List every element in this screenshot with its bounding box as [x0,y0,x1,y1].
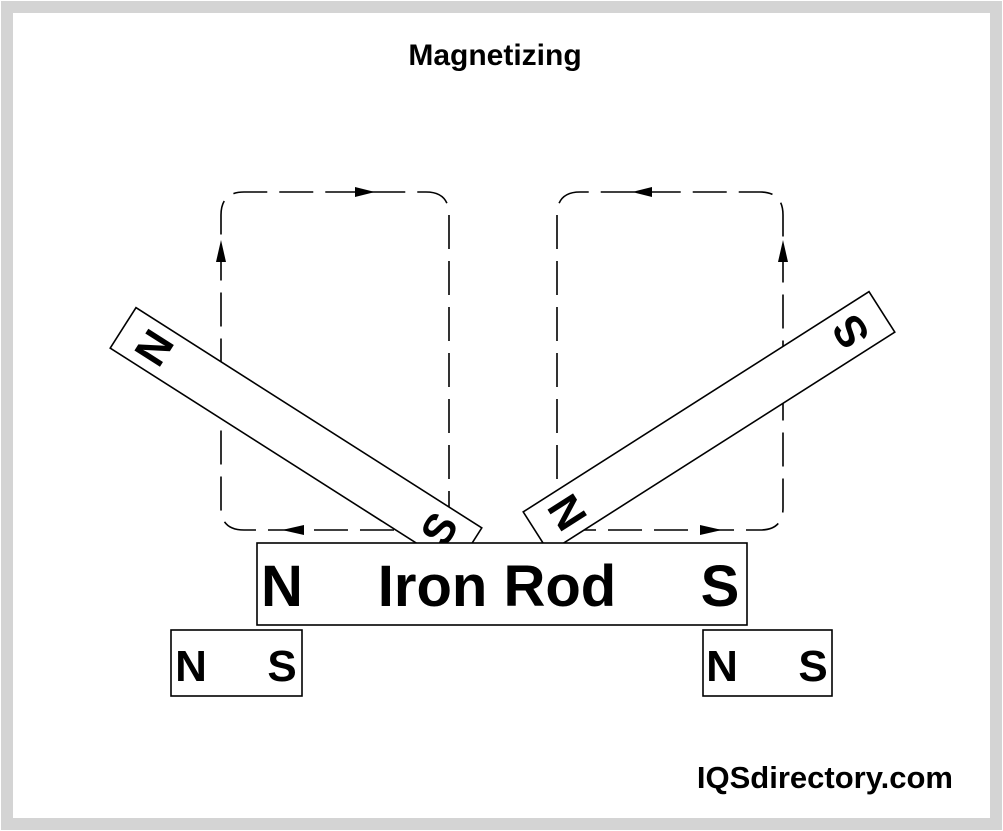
right-base-magnet: N S [702,629,833,697]
iron-rod: N Iron Rod S [256,542,748,626]
iron-rod-label: Iron Rod [378,554,616,619]
right-loop-up-arrow [778,240,788,262]
right-flux-loop [556,191,784,531]
iron-rod-south-label: S [701,554,740,619]
left-loop-top-arrow [355,187,375,197]
diagram-title: Magnetizing [408,39,581,72]
watermark-text: IQSdirectory.com [697,760,953,795]
left-flux-loop [220,191,450,531]
left-base-magnet: N S [170,629,303,697]
left-loop-up-arrow [216,240,226,262]
right-base-magnet-south-label: S [798,642,827,691]
iron-rod-north-label: N [261,554,303,619]
right-base-magnet-north-label: N [706,642,738,691]
right-loop-top-arrow [632,187,652,197]
left-base-magnet-north-label: N [175,642,207,691]
left-base-magnet-south-label: S [267,642,296,691]
left-loop-bottom-arrow [282,525,304,535]
right-loop-bottom-arrow [700,525,722,535]
